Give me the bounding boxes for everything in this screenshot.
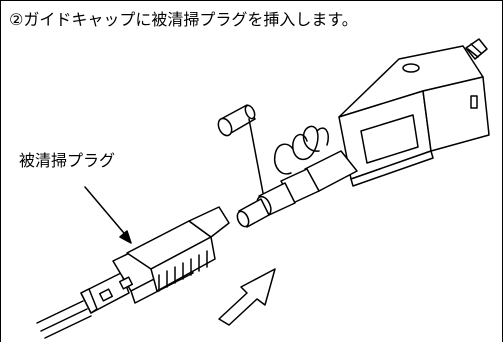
target-plug-icon xyxy=(36,206,230,339)
plug-callout-label: 被清掃プラグ xyxy=(19,151,116,170)
instruction-text: ②ガイドキャップに被清掃プラグを挿入します。 xyxy=(9,10,358,29)
fiber-optic-cleaner-icon xyxy=(217,38,490,228)
insert-direction-arrow-icon xyxy=(218,268,276,326)
callout-leader-line xyxy=(84,186,132,244)
